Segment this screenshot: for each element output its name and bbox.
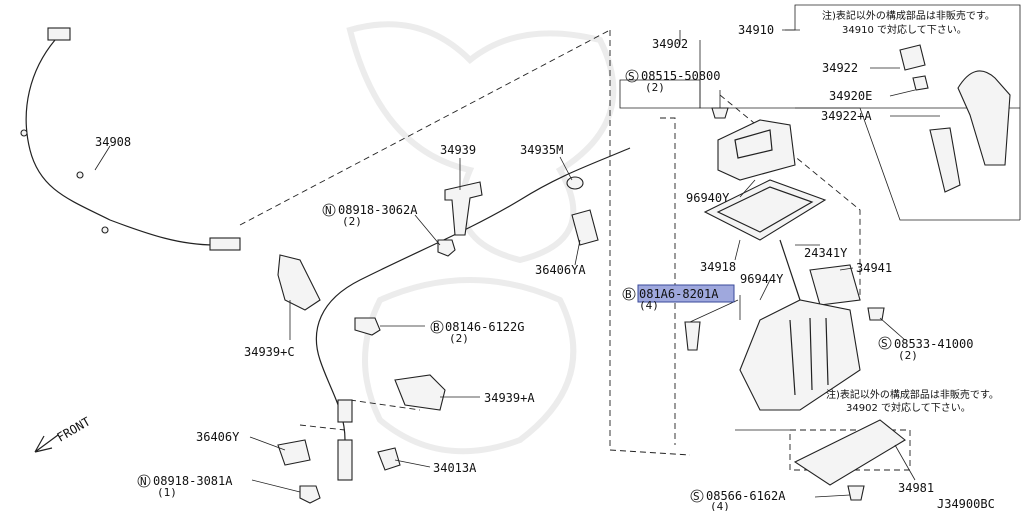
label-34902-top[interactable]: 34902	[652, 37, 688, 51]
screw-08515-50800	[711, 107, 729, 119]
label-34013a[interactable]: 34013A	[433, 461, 477, 475]
knob-kit	[899, 44, 1011, 193]
highlight-box	[637, 284, 735, 303]
label-08515-50800[interactable]: 08515-50800	[641, 69, 720, 83]
bracket-34941	[809, 264, 861, 306]
clip-36406ya	[571, 209, 599, 246]
prefix-n-2: N	[140, 475, 147, 488]
note-1-line-1: 注)表記以外の構成部品は非販売です。	[822, 9, 995, 22]
bracket-34939	[444, 181, 483, 236]
bolt-34013a	[377, 447, 401, 471]
label-96944y[interactable]: 96944Y	[740, 272, 784, 286]
dashed-group-lines	[239, 29, 911, 471]
qty-08918-3081a: (1)	[157, 486, 177, 499]
prefix-n-1: N	[325, 204, 332, 217]
label-24341y[interactable]: 24341Y	[804, 246, 848, 260]
nut-08918-3081a	[299, 485, 321, 504]
prefix-b-1: B	[433, 321, 440, 334]
label-08918-3062a[interactable]: 08918-3062A	[338, 203, 418, 217]
indicator-cover-96940y	[717, 119, 796, 181]
screw-08533-41000	[867, 307, 885, 321]
screw-081a6-8201a	[684, 321, 701, 351]
shift-cable-34908	[20, 27, 241, 251]
cover-34981	[793, 419, 906, 486]
note-2-line-2: 34902 で対応して下さい。	[846, 401, 971, 414]
front-arrow-icon	[34, 434, 59, 453]
label-34935m[interactable]: 34935M	[520, 143, 563, 157]
label-34910[interactable]: 34910	[738, 23, 774, 37]
clip-36406y	[277, 439, 311, 466]
note-1-line-2: 34910 で対応して下さい。	[842, 23, 967, 36]
qty-08566-6162a: (4)	[710, 500, 730, 511]
label-36406y[interactable]: 36406Y	[196, 430, 240, 444]
qty-08146-6122g: (2)	[449, 332, 469, 345]
control-cable-34935m	[315, 147, 631, 481]
label-34920e[interactable]: 34920E	[829, 89, 872, 103]
label-34908[interactable]: 34908	[95, 135, 131, 149]
leader-lines	[94, 29, 940, 498]
label-08533-41000[interactable]: 08533-41000	[894, 337, 973, 351]
nut-08918-3062a	[437, 239, 456, 257]
bracket-34939c	[277, 254, 321, 311]
label-96940y[interactable]: 96940Y	[686, 191, 730, 205]
qty-081a6-8201a: (4)	[639, 299, 659, 312]
label-08918-3081a[interactable]: 08918-3081A	[153, 474, 233, 488]
callout-labels: 34908 34939 34935M 08918-3062A (2) 36406…	[95, 23, 995, 511]
device-assy	[739, 239, 861, 411]
qty-08515-50800: (2)	[645, 81, 665, 94]
screw-08566-6162a	[847, 485, 865, 501]
bracket-34939a	[394, 374, 446, 411]
label-34939a[interactable]: 34939+A	[484, 391, 535, 405]
label-34939c[interactable]: 34939+C	[244, 345, 295, 359]
bolt-08146-6122g	[354, 317, 381, 336]
note-2-line-1: 注)表記以外の構成部品は非販売です。	[826, 388, 999, 401]
prefix-s-3: S	[693, 490, 700, 503]
label-08146-6122g[interactable]: 08146-6122G	[445, 320, 524, 334]
label-34918[interactable]: 34918	[700, 260, 736, 274]
gasket-34918	[703, 179, 827, 241]
diagram-reference: J34900BC	[937, 497, 995, 511]
label-36406ya[interactable]: 36406YA	[535, 263, 586, 277]
label-34922[interactable]: 34922	[822, 61, 858, 75]
label-34939[interactable]: 34939	[440, 143, 476, 157]
label-34981[interactable]: 34981	[898, 481, 934, 495]
label-34941[interactable]: 34941	[856, 261, 892, 275]
prefix-s-2: S	[881, 337, 888, 350]
prefix-b-2: B	[625, 288, 632, 301]
qty-08918-3062a: (2)	[342, 215, 362, 228]
watermark-crest	[346, 21, 617, 455]
label-34922a[interactable]: 34922+A	[821, 109, 872, 123]
prefix-s-1: S	[628, 70, 635, 83]
prefix-markers: N B N S B S S	[137, 69, 892, 503]
front-label: FRONT	[55, 414, 93, 444]
notes: 注)表記以外の構成部品は非販売です。 34910 で対応して下さい。 注)表記以…	[822, 9, 999, 414]
qty-08533-41000: (2)	[898, 349, 918, 362]
label-081a6-8201a[interactable]: 081A6-8201A	[639, 287, 719, 301]
label-08566-6162a[interactable]: 08566-6162A	[706, 489, 786, 503]
